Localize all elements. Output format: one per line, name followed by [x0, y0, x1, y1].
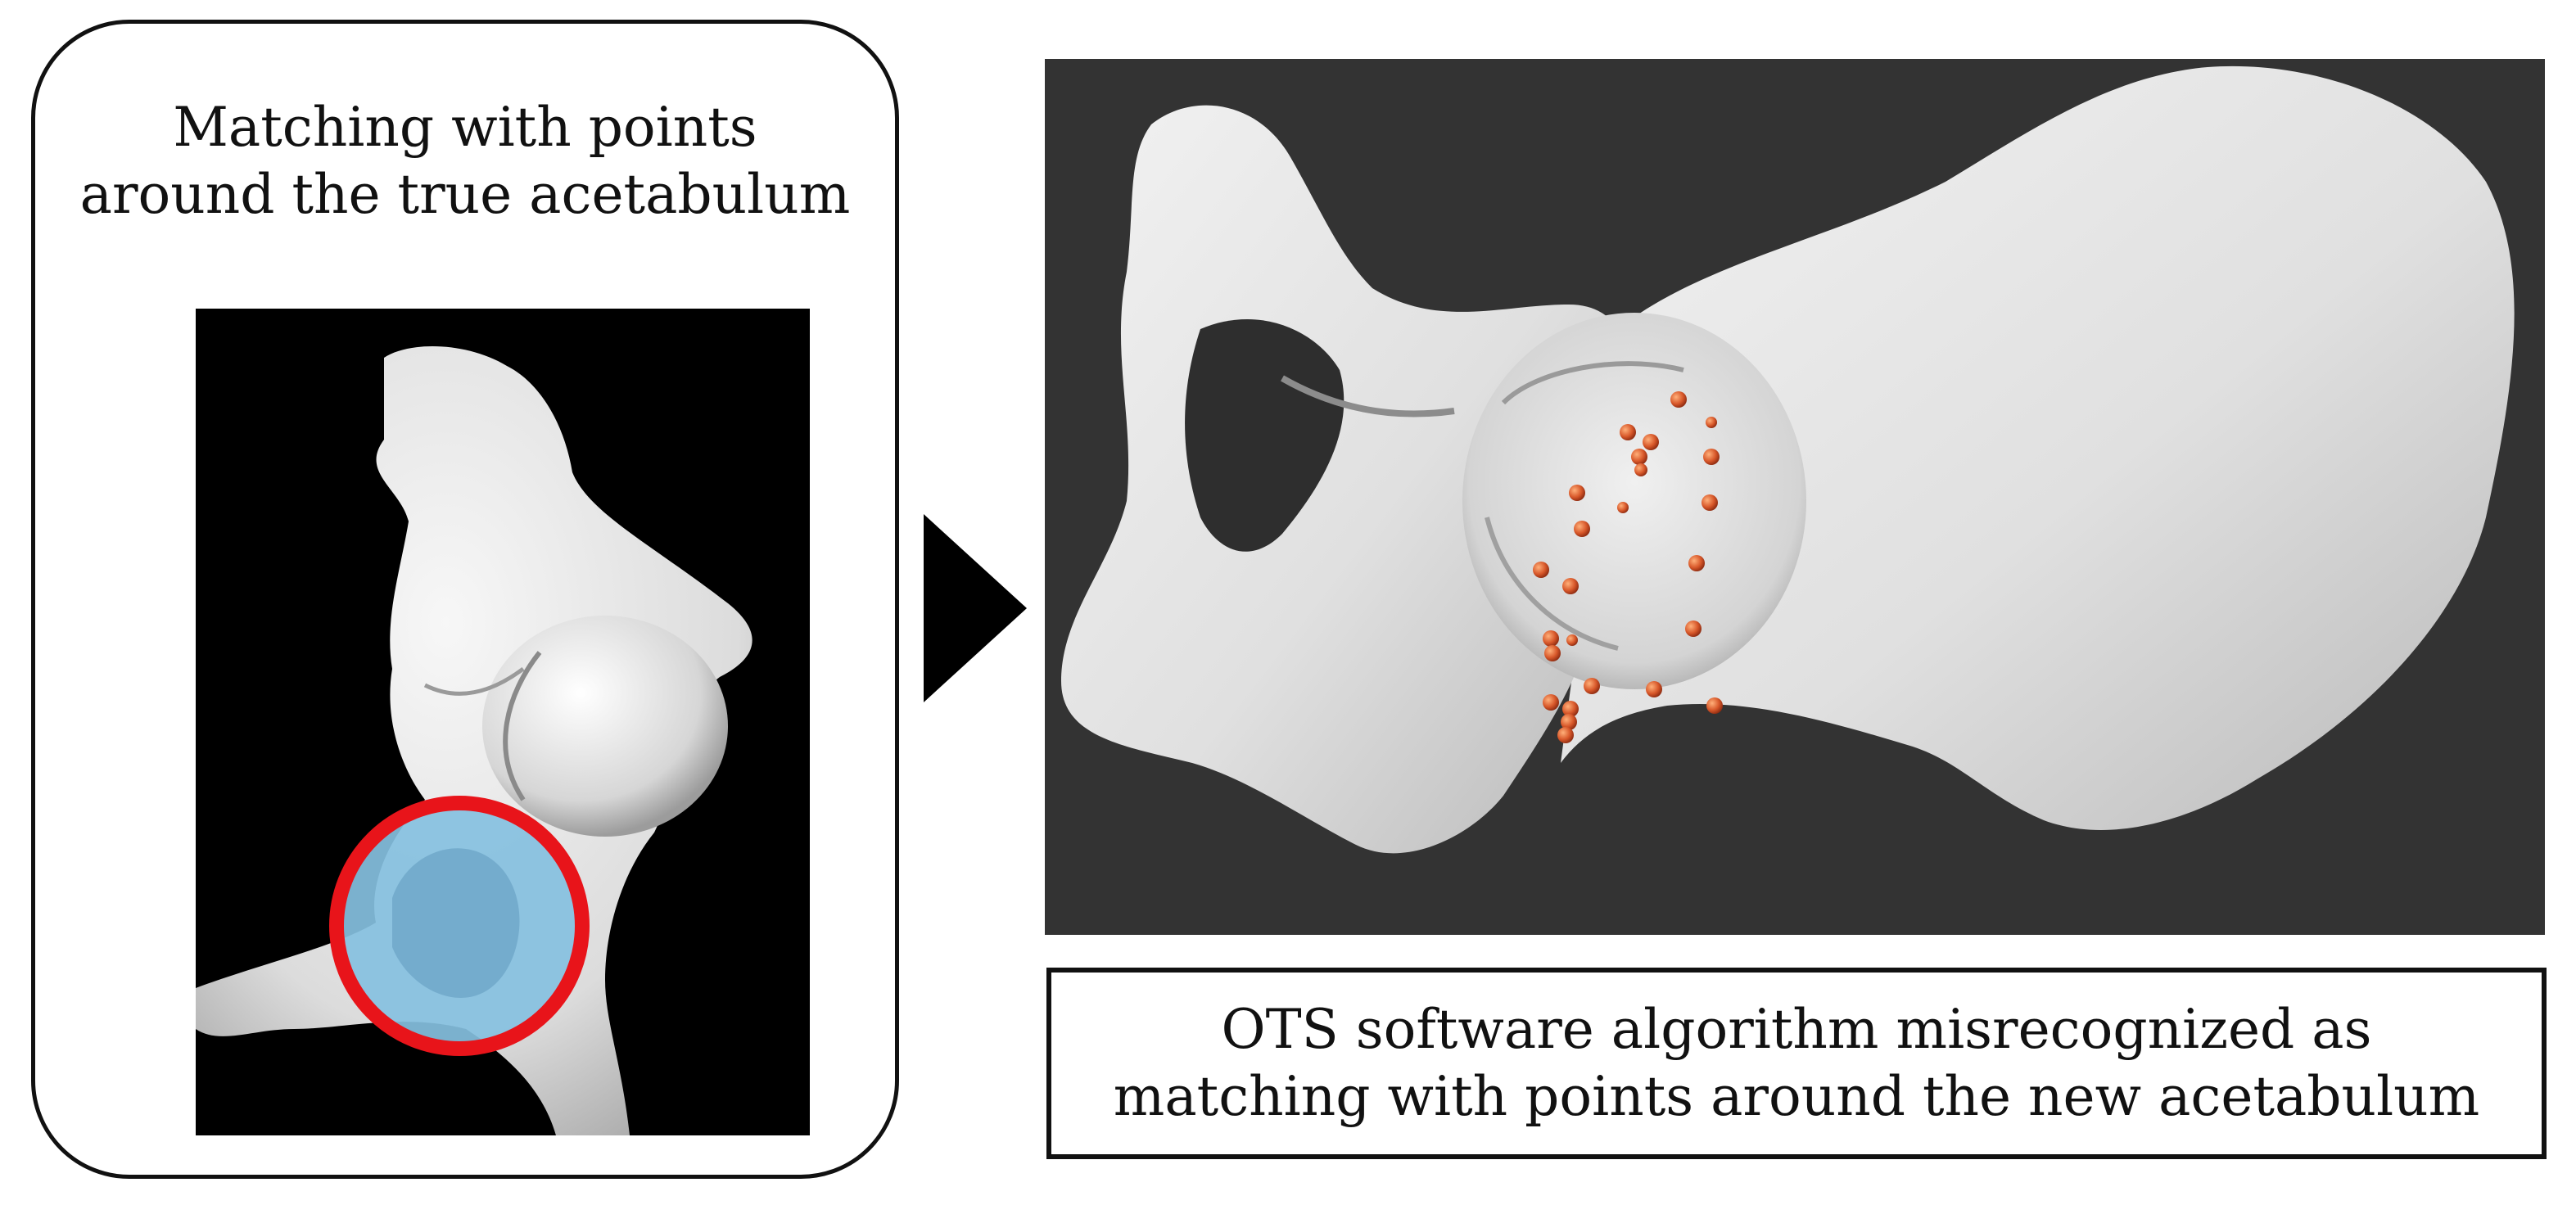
registration-point — [1620, 424, 1636, 440]
registration-point — [1617, 502, 1629, 513]
registration-point — [1543, 630, 1559, 647]
true-acetabulum-highlight-ring — [329, 796, 590, 1056]
new-acetabulum-caption: OTS software algorithm misrecognized as … — [1046, 968, 2547, 1159]
true-acetabulum-panel: Matching with points around the true ace… — [31, 20, 899, 1193]
caption-line-1: Matching with points — [173, 96, 757, 159]
new-acetabulum-shape — [1462, 313, 1806, 689]
true-acetabulum-caption: Matching with points around the true ace… — [35, 94, 895, 228]
pubis-shape — [1061, 105, 1635, 854]
registration-point — [1584, 678, 1600, 694]
registration-point — [1631, 449, 1647, 465]
registration-point — [1702, 494, 1718, 511]
registration-point — [1574, 521, 1590, 537]
registration-point — [1706, 697, 1723, 714]
registration-point — [1685, 621, 1702, 637]
registration-point — [1562, 578, 1579, 594]
obturator-foramen-shape — [237, 1045, 499, 1193]
registration-point — [1670, 391, 1687, 408]
registration-points — [1533, 391, 1723, 743]
caption-line-2: matching with points around the new acet… — [1113, 1065, 2480, 1128]
pelvis-render-true-acetabulum — [196, 309, 810, 1193]
registration-point — [1706, 417, 1717, 428]
registration-point — [1688, 555, 1705, 571]
registration-point — [1703, 449, 1720, 465]
pelvis-render-svg — [196, 346, 752, 1193]
registration-point — [1562, 701, 1579, 717]
obturator-foramen-shape — [1185, 319, 1344, 552]
pelvis-3d-svg — [1061, 65, 2515, 854]
registration-point — [1634, 463, 1647, 476]
registration-point — [1561, 714, 1577, 730]
arrow-right-icon — [924, 514, 1030, 706]
registration-point — [1533, 562, 1549, 578]
registration-point — [1544, 645, 1561, 661]
femoral-head-shape — [482, 616, 728, 837]
pelvis-render-new-acetabulum — [1045, 59, 2545, 935]
registration-point — [1569, 485, 1585, 501]
ilium-shape — [1561, 65, 2515, 830]
pelvis-bone-shape — [196, 346, 752, 1135]
caption-line-2: around the true acetabulum — [79, 163, 851, 226]
registration-point — [1566, 634, 1578, 646]
registration-point — [1646, 681, 1662, 697]
caption-line-1: OTS software algorithm misrecognized as — [1221, 998, 2372, 1061]
registration-point — [1557, 727, 1574, 743]
registration-point — [1543, 694, 1559, 711]
registration-point — [1643, 434, 1659, 450]
